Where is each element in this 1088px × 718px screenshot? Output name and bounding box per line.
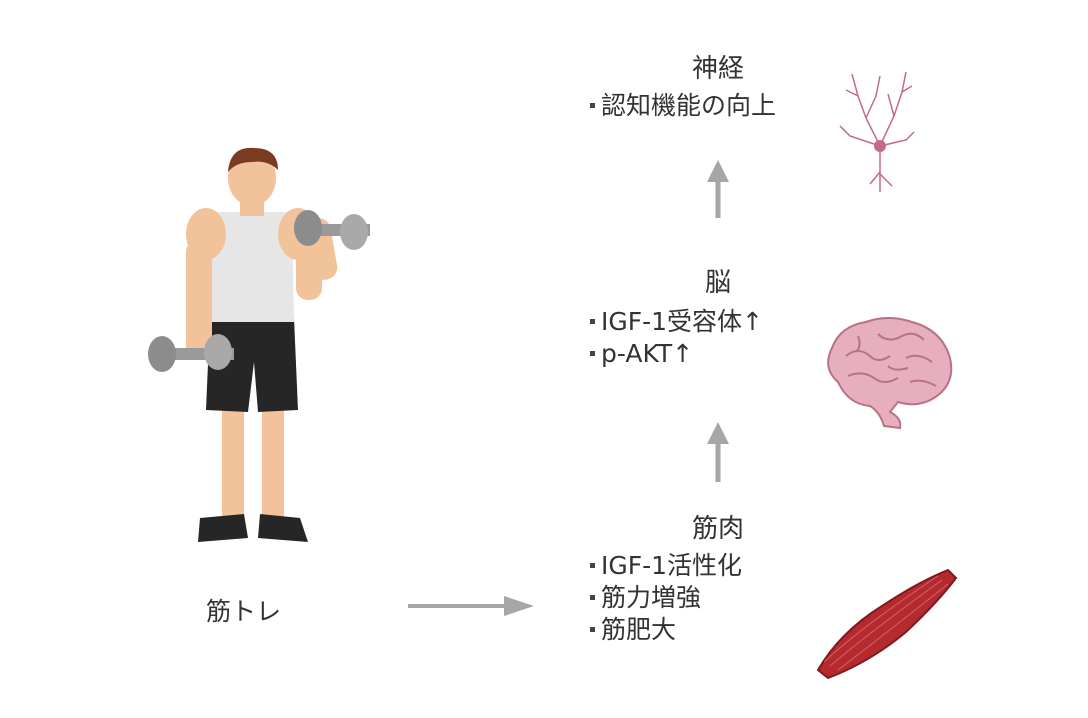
- nerve-title: 神経: [691, 54, 744, 84]
- bullet-icon: [590, 102, 595, 108]
- muscle-icon: [816, 568, 958, 680]
- brain-icon: [827, 317, 953, 430]
- caption-kintore: 筋トレ: [206, 597, 282, 626]
- list-item: IGF-1受容体↑: [590, 306, 763, 338]
- list-item: 認知機能の向上: [590, 90, 776, 122]
- bullet-icon: [590, 318, 595, 324]
- brain-title: 脳: [704, 268, 731, 298]
- bullet-icon: [590, 350, 595, 356]
- list-item: 筋肥大: [590, 614, 742, 646]
- brain-list: IGF-1受容体↑ p-AKT↑: [590, 306, 763, 370]
- list-item: IGF-1活性化: [590, 550, 742, 582]
- right-arrow: [408, 596, 534, 616]
- neuron-icon: [839, 71, 915, 192]
- bullet-icon: [590, 594, 595, 600]
- up-arrow-bottom: [707, 422, 729, 482]
- up-arrow-top: [707, 160, 729, 218]
- muscle-list: IGF-1活性化 筋力増強 筋肥大: [590, 550, 742, 646]
- muscle-title: 筋肉: [691, 514, 744, 544]
- bullet-icon: [590, 562, 595, 568]
- man-lifting-dumbbells-illustration: [148, 147, 370, 542]
- list-item: p-AKT↑: [590, 338, 763, 370]
- nerve-list: 認知機能の向上: [590, 90, 776, 122]
- bullet-icon: [590, 626, 595, 632]
- list-item: 筋力増強: [590, 582, 742, 614]
